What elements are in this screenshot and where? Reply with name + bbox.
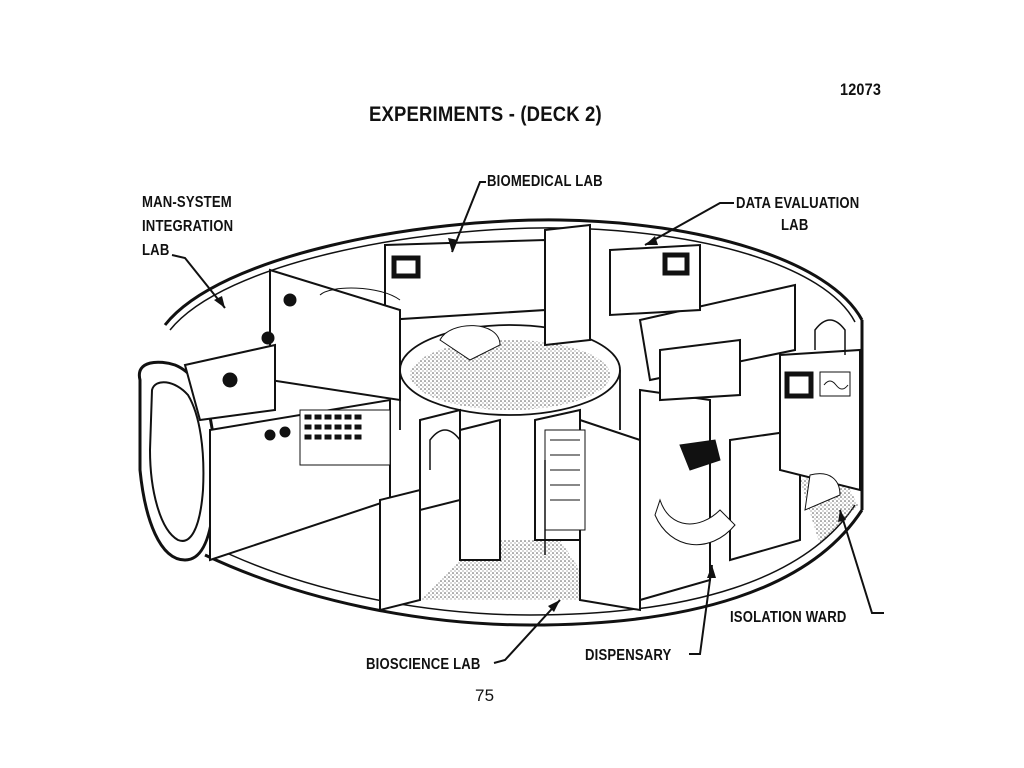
label-man-system-1: MAN-SYSTEM — [142, 194, 232, 211]
equipment-details — [222, 252, 851, 546]
label-bioscience-lab: BIOSCIENCE LAB — [366, 656, 481, 673]
label-biomedical-lab: BIOMEDICAL LAB — [487, 173, 603, 190]
label-data-evaluation-2: LAB — [781, 217, 809, 234]
document-number: 12073 — [840, 80, 882, 99]
leader-lines — [171, 181, 884, 664]
leader-arrowheads — [214, 236, 846, 612]
label-data-evaluation-1: DATA EVALUATION — [736, 195, 860, 212]
label-man-system-3: LAB — [142, 242, 170, 259]
page-title: EXPERIMENTS - (DECK 2) — [369, 103, 602, 126]
label-isolation-ward: ISOLATION WARD — [730, 609, 847, 626]
label-dispensary: DISPENSARY — [585, 647, 672, 664]
page-number: 75 — [475, 686, 495, 705]
arched-doorways — [429, 319, 846, 555]
label-man-system-2: INTEGRATION — [142, 218, 234, 235]
airlock-hatch — [137, 360, 217, 562]
